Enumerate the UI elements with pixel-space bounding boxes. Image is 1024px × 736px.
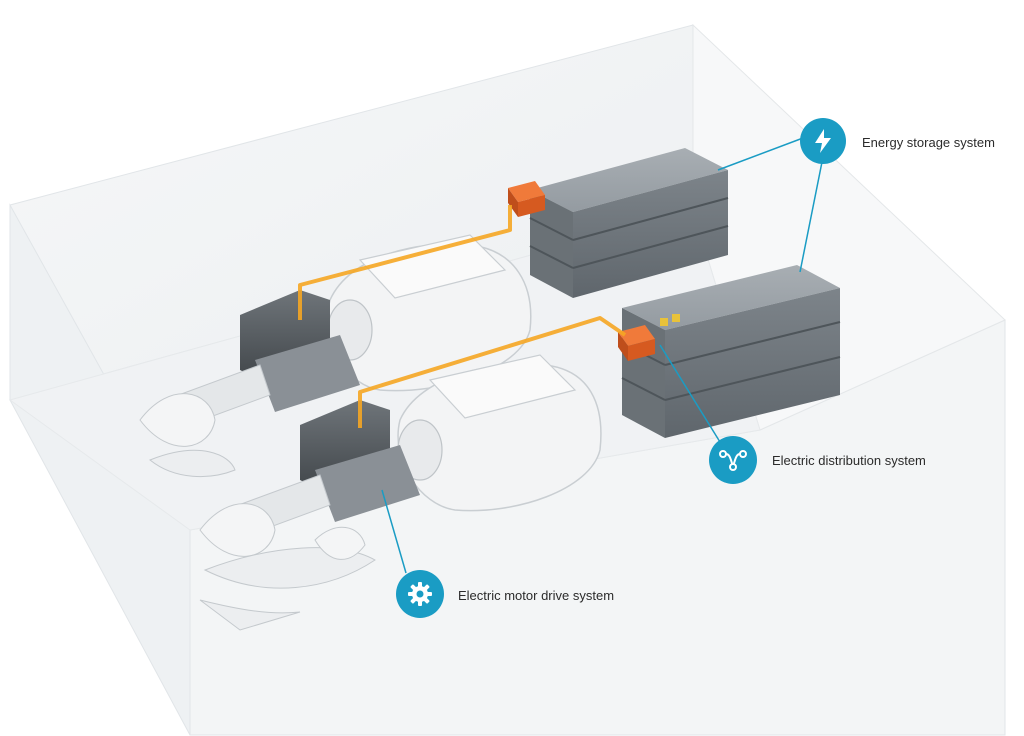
electric-motor-upper: [240, 290, 360, 412]
power-cable-lower: [358, 316, 627, 428]
electric-motor-drive-label: Electric motor drive system: [458, 588, 615, 603]
power-cable-upper: [298, 205, 512, 320]
propulsion-shaft-upper: [139, 364, 271, 478]
gear-icon: [408, 582, 432, 606]
energy-storage-badge: [800, 118, 846, 164]
electric-motor-drive-badge: [396, 570, 444, 618]
electric-motor-lower: [300, 400, 420, 522]
distribution-branch-icon: [719, 450, 747, 471]
distribution-connector-upper: [508, 181, 545, 217]
electric-distribution-label: Electric distribution system: [772, 453, 926, 468]
propulsion-shaft-lower: [199, 474, 376, 631]
distribution-connector-lower: [618, 325, 655, 361]
lightning-bolt-icon: [815, 129, 831, 153]
battery-stack-upper: [529, 148, 729, 298]
electric-distribution-badge: [709, 436, 757, 484]
diesel-engine-lower: [397, 354, 602, 512]
callout-leaders: [381, 137, 823, 574]
battery-stack-lower: [621, 265, 841, 438]
energy-storage-label: Energy storage system: [862, 135, 995, 150]
